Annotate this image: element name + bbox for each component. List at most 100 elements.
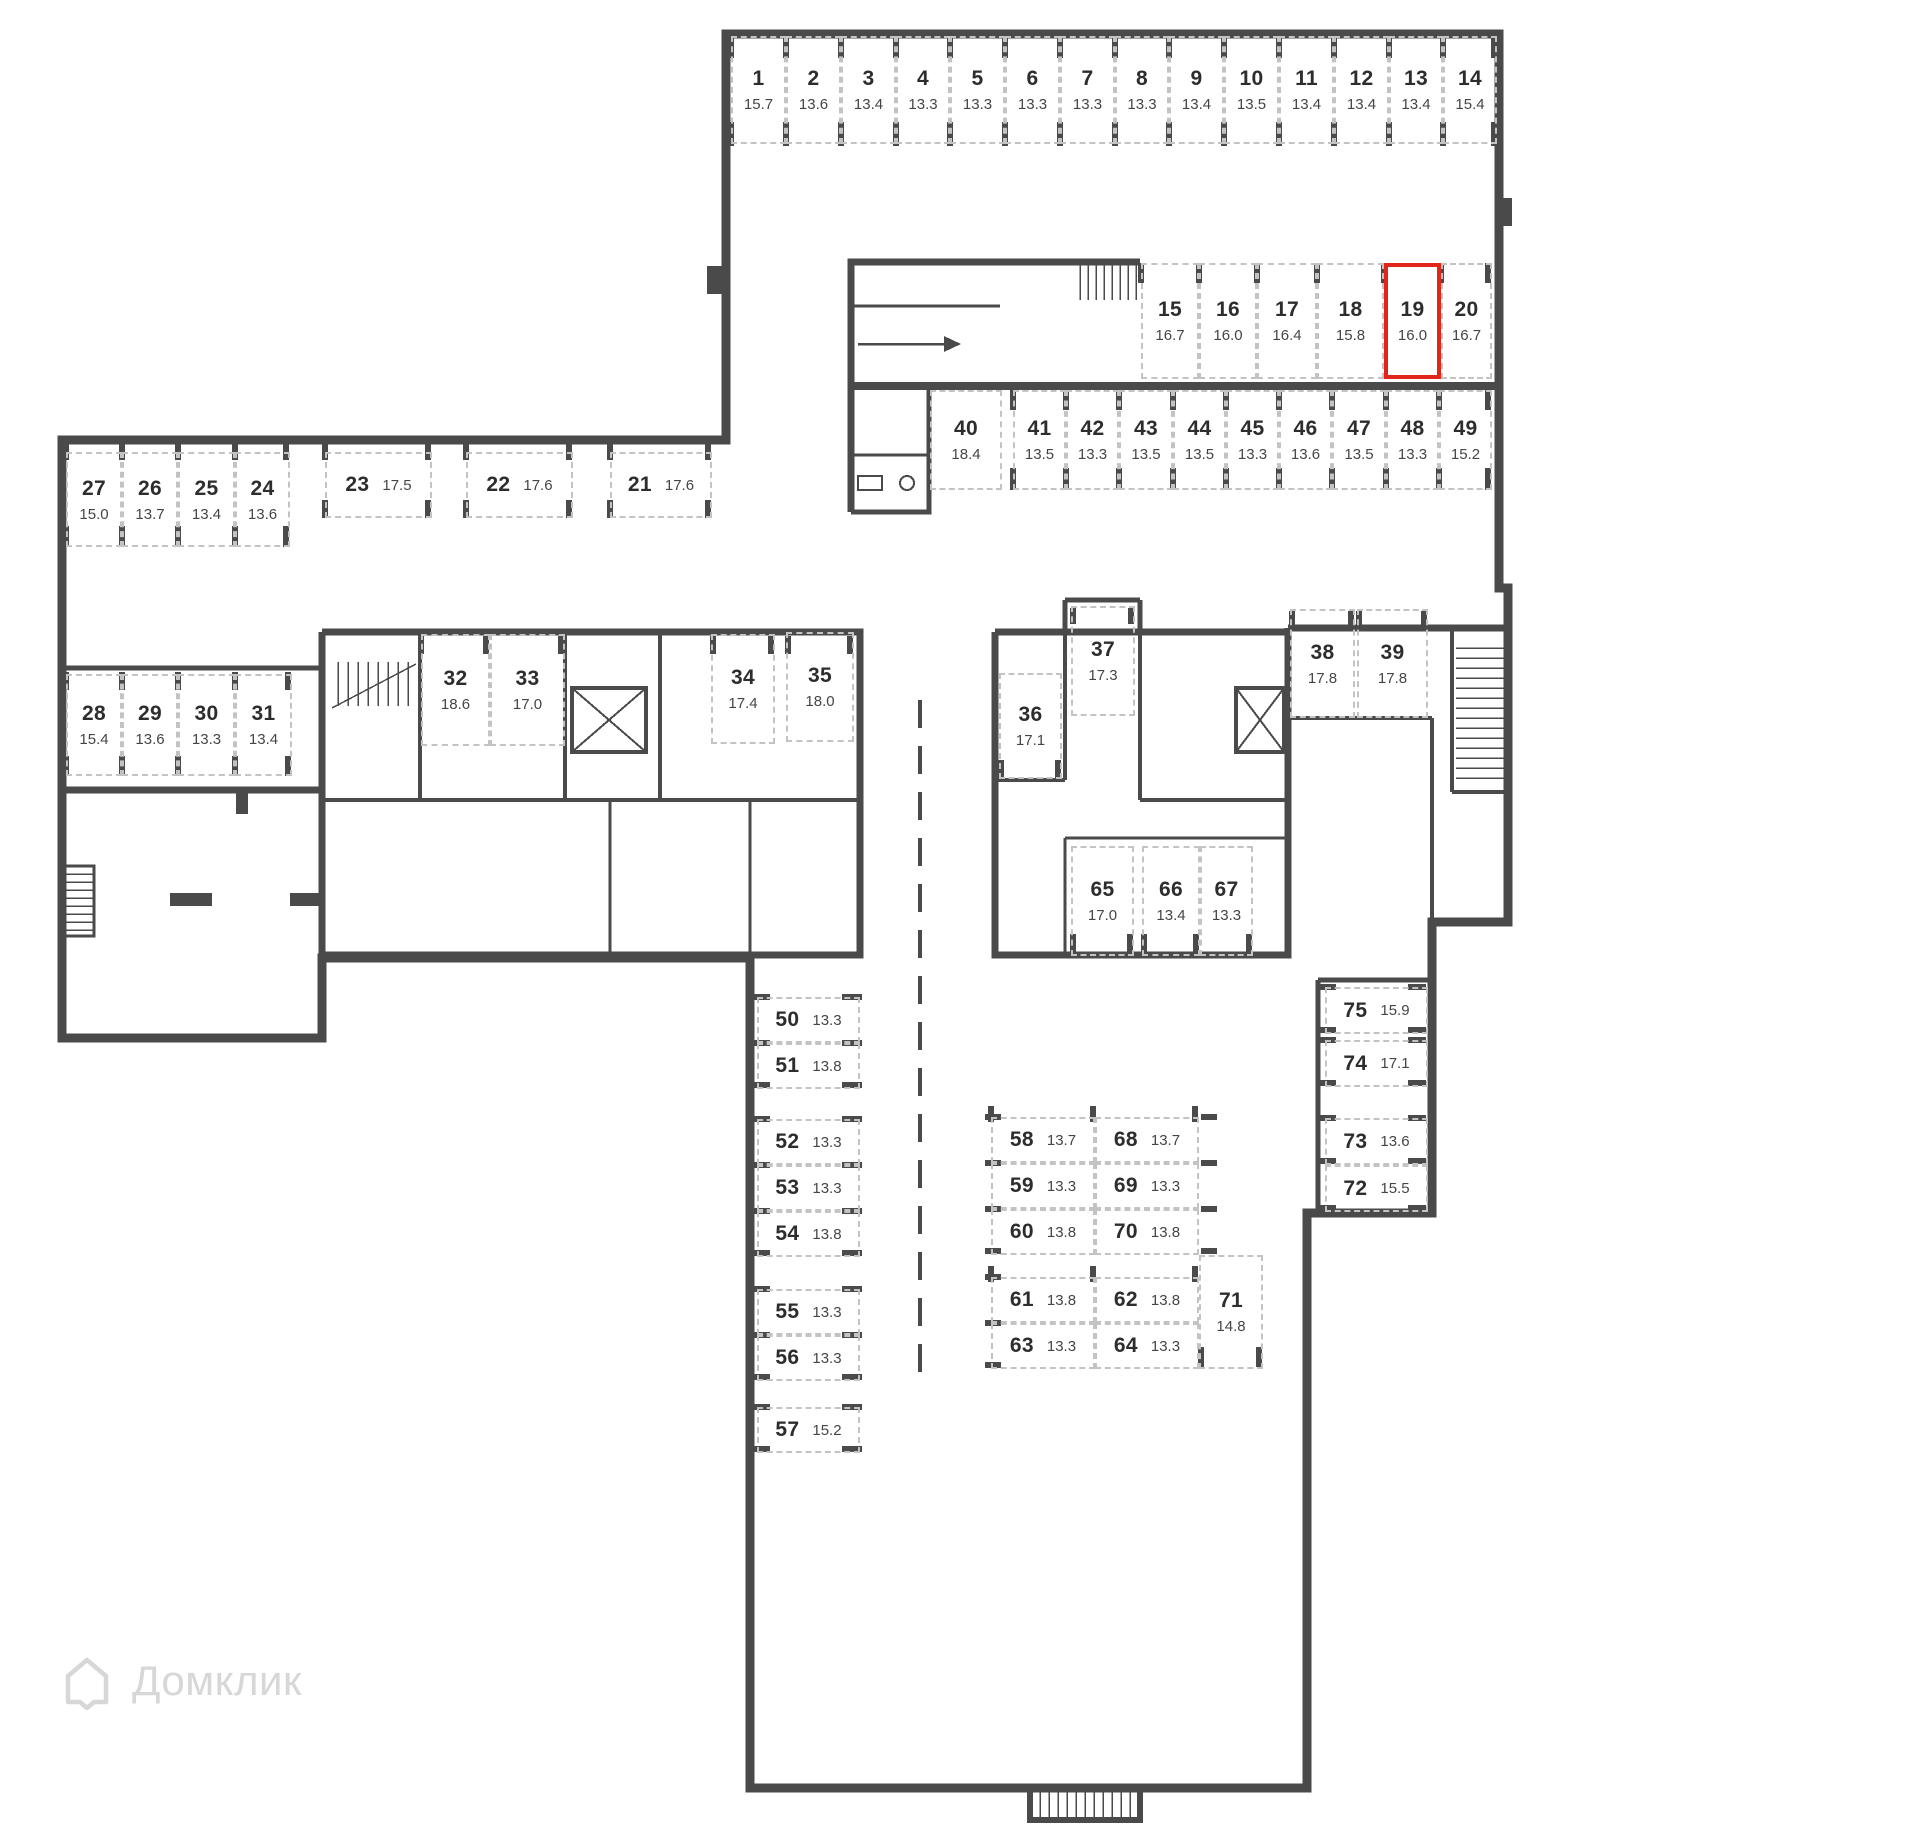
parking-space-46[interactable]: 46 13.6 [1279,390,1332,490]
space-area: 16.7 [1451,327,1482,344]
space-area: 13.3 [1211,907,1242,924]
space-number: 74 [1343,1051,1368,1075]
space-number: 69 [1113,1174,1138,1197]
space-area: 13.7 [1046,1131,1077,1149]
space-area: 13.4 [853,96,884,113]
space-area: 13.4 [1401,96,1431,113]
space-number: 11 [1295,67,1318,90]
space-number: 5 [971,67,984,90]
space-number: 39 [1380,640,1405,664]
space-number: 23 [345,473,370,496]
space-number: 72 [1343,1176,1368,1200]
space-area: 17.6 [523,476,553,494]
space-area: 13.3 [1150,1337,1181,1355]
space-area: 13.6 [1290,446,1321,463]
space-area: 17.6 [664,476,695,494]
space-number: 14 [1458,67,1482,90]
space-number: 68 [1113,1128,1138,1151]
space-number: 66 [1159,878,1183,901]
space-number: 38 [1310,640,1335,664]
space-number: 60 [1009,1220,1034,1243]
space-area: 17.3 [1088,667,1118,684]
space-number: 46 [1293,417,1318,440]
space-number: 57 [775,1418,800,1441]
space-number: 28 [82,702,106,725]
